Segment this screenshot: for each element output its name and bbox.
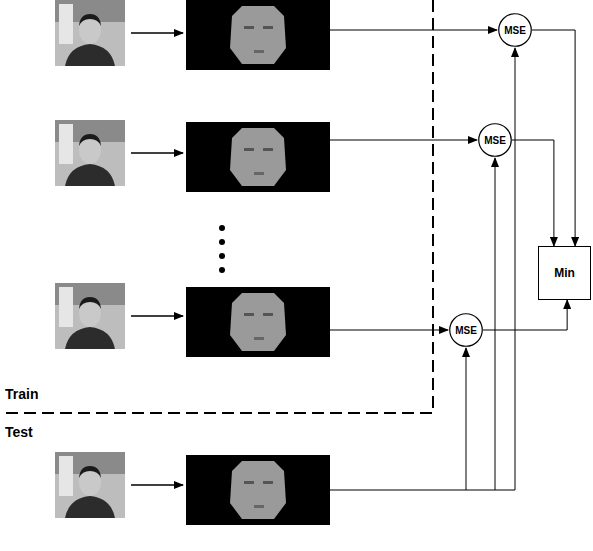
section-label: Test	[5, 424, 33, 440]
node-text: MSE	[504, 25, 526, 36]
section-label: Train	[5, 386, 38, 402]
min-box: Min	[538, 246, 591, 300]
mse-circle: MSE	[478, 123, 512, 157]
node-text: Min	[554, 266, 575, 280]
node-text: MSE	[484, 135, 506, 146]
node-text: MSE	[455, 325, 477, 336]
connector	[512, 140, 554, 246]
mse-circle: MSE	[498, 13, 532, 47]
connector	[483, 300, 567, 330]
mse-circle: MSE	[449, 313, 483, 347]
